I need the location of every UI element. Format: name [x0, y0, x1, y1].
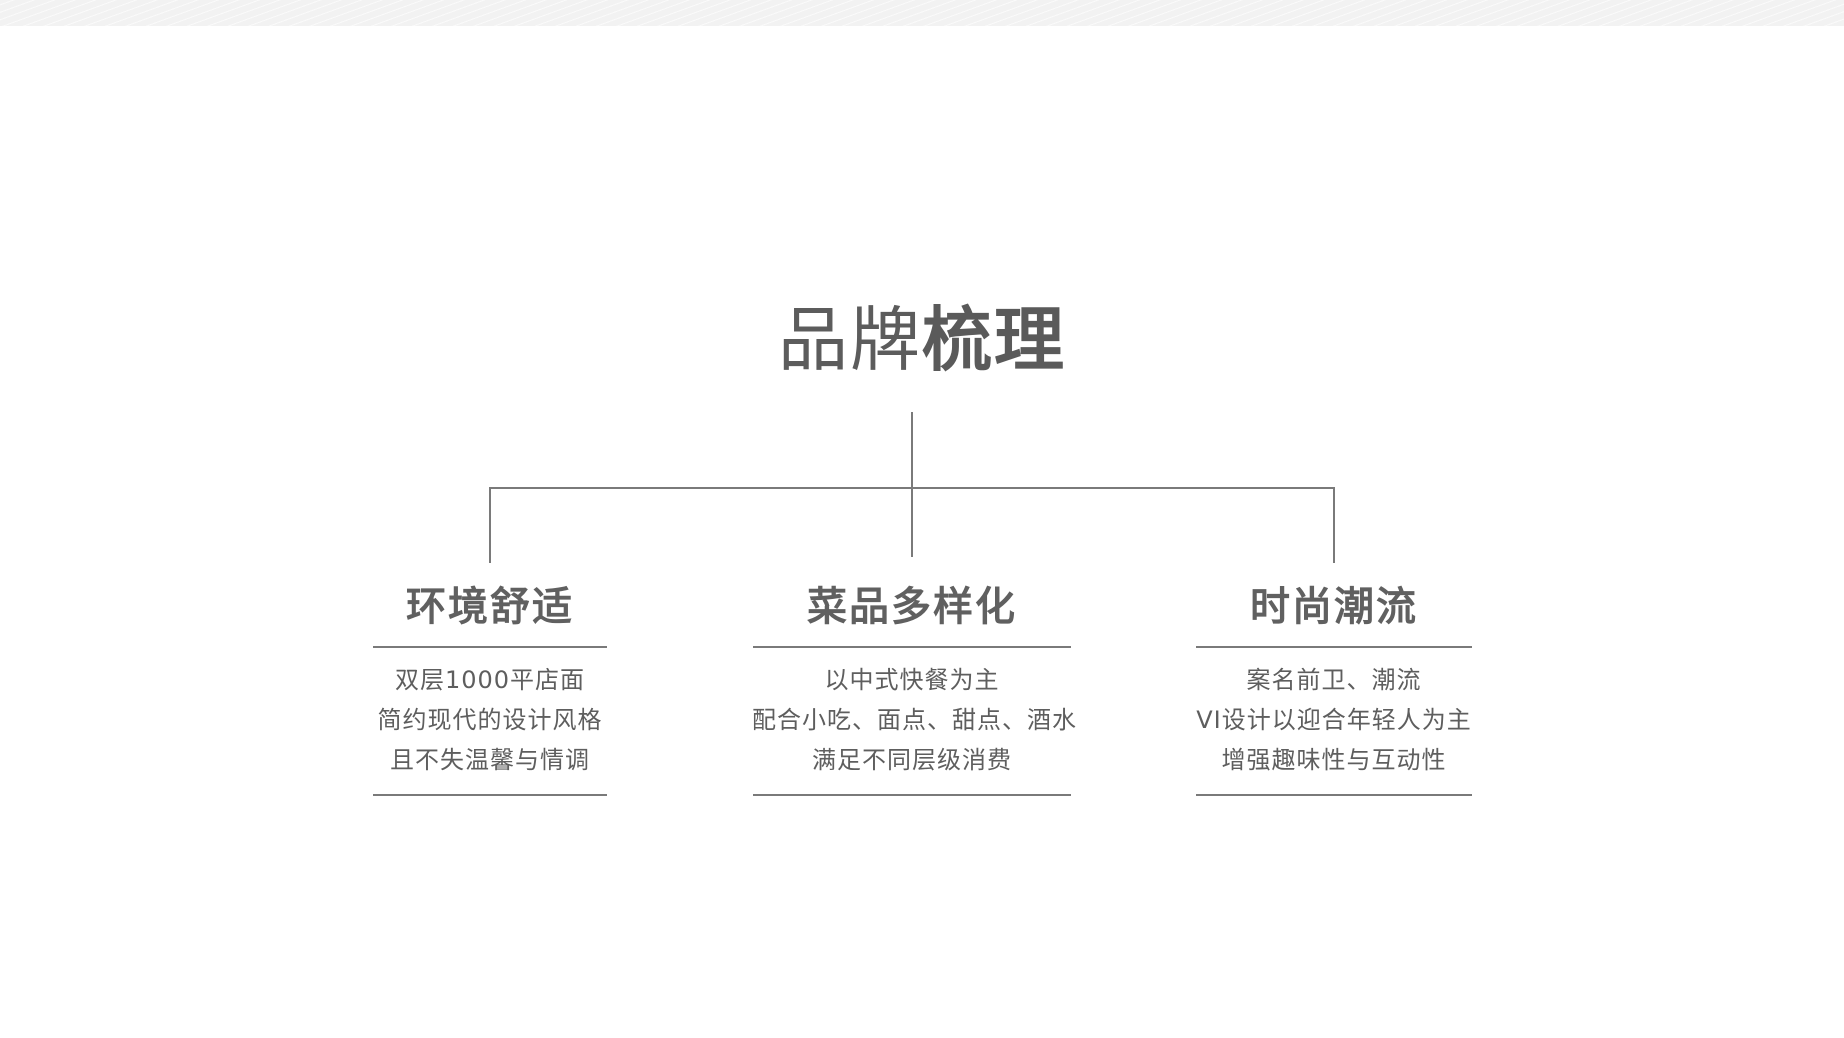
connector-drop-right	[1333, 487, 1335, 563]
branch-top-rule	[373, 646, 607, 648]
branch-heading: 时尚潮流	[1250, 584, 1418, 630]
description-line: 案名前卫、潮流	[1246, 666, 1422, 694]
connector-horizontal	[489, 487, 1335, 489]
connector-drop-left	[489, 487, 491, 563]
description-line: 以中式快餐为主	[824, 666, 1000, 694]
branch-bottom-rule	[753, 794, 1071, 796]
description-line: 配合小吃、面点、甜点、酒水	[752, 706, 1077, 734]
branch-top-rule	[753, 646, 1071, 648]
branch-bottom-rule	[373, 794, 607, 796]
description-line: 满足不同层级消费	[812, 746, 1012, 774]
description-line: VI设计以迎合年轻人为主	[1196, 706, 1472, 734]
connector-trunk	[911, 412, 913, 557]
branch-trendy: 时尚潮流 案名前卫、潮流 VI设计以迎合年轻人为主 增强趣味性与互动性	[1196, 582, 1472, 796]
description-line: 双层1000平店面	[394, 666, 586, 694]
branch-bottom-rule	[1196, 794, 1472, 796]
branch-description: 案名前卫、潮流 VI设计以迎合年轻人为主 增强趣味性与互动性	[1196, 648, 1472, 794]
branch-menu-variety: 菜品多样化 以中式快餐为主 配合小吃、面点、甜点、酒水 满足不同层级消费	[752, 582, 1077, 796]
title-light-part: 品牌	[778, 299, 922, 381]
description-line: 增强趣味性与互动性	[1221, 746, 1447, 774]
branch-environment: 环境舒适 双层1000平店面 简约现代的设计风格 且不失温馨与情调	[373, 582, 607, 796]
top-decorative-band	[0, 0, 1844, 26]
branch-description: 以中式快餐为主 配合小吃、面点、甜点、酒水 满足不同层级消费	[752, 648, 1077, 794]
branch-description: 双层1000平店面 简约现代的设计风格 且不失温馨与情调	[373, 648, 607, 794]
title-bold-part: 梳理	[922, 299, 1066, 381]
description-line: 简约现代的设计风格	[377, 706, 603, 734]
description-line: 且不失温馨与情调	[390, 746, 590, 774]
diagram-title: 品牌梳理	[0, 300, 1844, 380]
branch-top-rule	[1196, 646, 1472, 648]
branch-heading: 环境舒适	[406, 584, 574, 630]
branch-heading: 菜品多样化	[807, 584, 1017, 630]
